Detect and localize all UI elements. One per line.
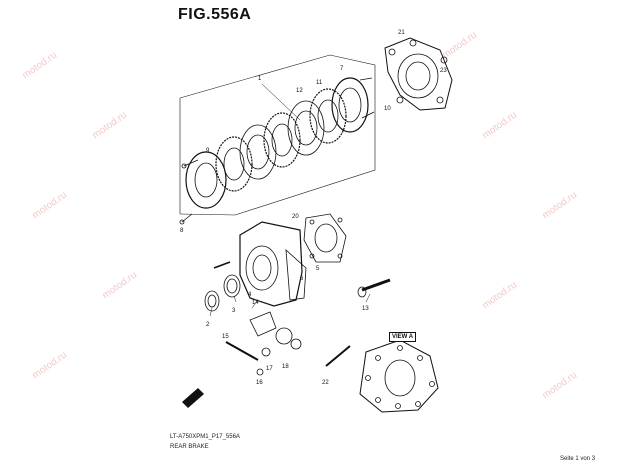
callout-7: 7: [340, 66, 344, 72]
callout-11: 11: [316, 80, 323, 86]
callout-8: 8: [180, 228, 184, 234]
callout-20: 20: [292, 214, 299, 220]
callout-17: 17: [266, 366, 273, 372]
callout-13: 13: [362, 306, 369, 312]
callout-10: 10: [384, 106, 391, 112]
callout-labels: 1 2 3 4 5 6 7 8 9 10 11 12 13 14 15 16 1…: [180, 30, 447, 386]
view-a-label: VIEW A: [389, 332, 417, 342]
callout-14: 14: [252, 300, 259, 306]
callout-9: 9: [206, 148, 210, 154]
figure-code: LT-A750XPM1_P17_556A: [170, 434, 240, 440]
page-indicator: Seite 1 von 3: [560, 456, 596, 462]
callout-5: 5: [316, 266, 320, 272]
figure-title: FIG.556A: [178, 6, 252, 23]
callout-4: 4: [248, 292, 252, 298]
callout-15: 15: [222, 334, 229, 340]
callout-1: 1: [258, 76, 262, 82]
callout-21: 21: [398, 30, 405, 36]
callout-18: 18: [282, 364, 289, 370]
callout-16: 16: [256, 380, 263, 386]
callout-12: 12: [296, 88, 303, 94]
callout-23: 23: [440, 68, 447, 74]
figure-name: REAR BRAKE: [170, 444, 209, 450]
callout-22: 22: [322, 380, 329, 386]
callout-2: 2: [206, 322, 210, 328]
callout-6: 6: [300, 276, 304, 282]
callout-3: 3: [232, 308, 236, 314]
